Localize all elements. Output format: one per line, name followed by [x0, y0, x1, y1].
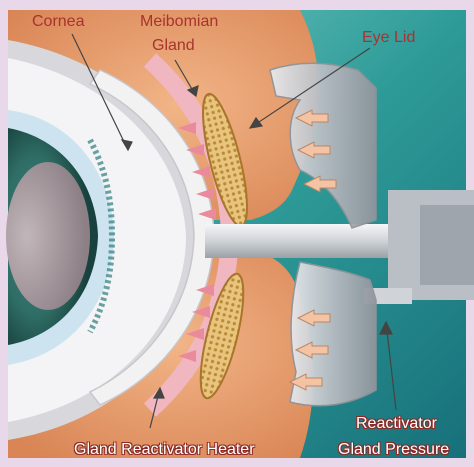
- label-gland-reactivator-heater: Gland Reactivator Heater: [74, 440, 255, 459]
- label-meibomian-line2: Gland: [152, 36, 195, 55]
- label-reactivator: Reactivator: [356, 414, 437, 433]
- label-meibomian-line1: Meibomian: [140, 12, 218, 31]
- device-housing-inner: [420, 205, 474, 285]
- label-eye-lid: Eye Lid: [362, 28, 415, 47]
- label-gland-pressure: Gland Pressure: [338, 440, 449, 459]
- pupil-lens: [6, 162, 90, 310]
- label-cornea: Cornea: [32, 12, 84, 31]
